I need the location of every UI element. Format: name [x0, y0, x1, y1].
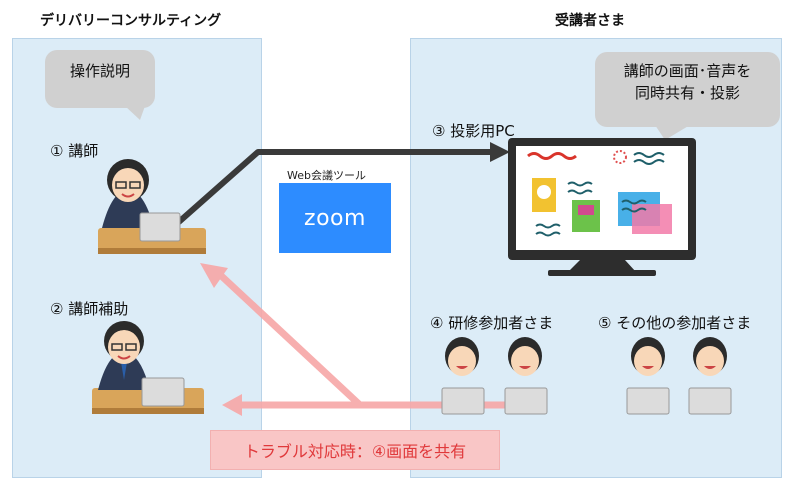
instructor-label: ① 講師 [50, 142, 99, 160]
trouble-callout-text: トラブル対応時：④画面を共有 [243, 442, 467, 461]
other-participant-figure-1 [626, 337, 670, 415]
right-bubble-text: 講師の画面･音声を 同時共有・投影 [595, 60, 780, 104]
trainees-label: ④ 研修参加者さま [430, 314, 554, 332]
assistant-label: ② 講師補助 [50, 300, 129, 318]
assistant-figure [92, 321, 204, 414]
zoom-logo: zoom [279, 183, 391, 253]
projection-monitor [508, 138, 696, 276]
trainee-figure-2 [504, 337, 548, 415]
trainee-figure-1 [441, 337, 485, 415]
zoom-logo-text: zoom [304, 205, 366, 231]
left-speech-bubble-shape [45, 50, 155, 120]
others-label: ⑤ その他の参加者さま [598, 314, 752, 332]
trouble-callout: トラブル対応時：④画面を共有 [210, 430, 500, 470]
other-participant-figure-2 [688, 337, 732, 415]
web-meeting-tool-label: Web会議ツール [287, 169, 366, 182]
left-bubble-text: 操作説明 [69, 62, 130, 80]
right-panel-header: 受講者さま [555, 13, 625, 29]
right-bubble-line-1: 講師の画面･音声を [623, 62, 752, 80]
instructor-figure [98, 159, 206, 254]
right-bubble-line-2: 同時共有・投影 [634, 84, 740, 102]
right-speech-bubble-shape [595, 52, 780, 140]
left-panel-header: デリバリーコンサルティング [40, 13, 222, 29]
projector-label: ③ 投影用PC [432, 122, 515, 140]
